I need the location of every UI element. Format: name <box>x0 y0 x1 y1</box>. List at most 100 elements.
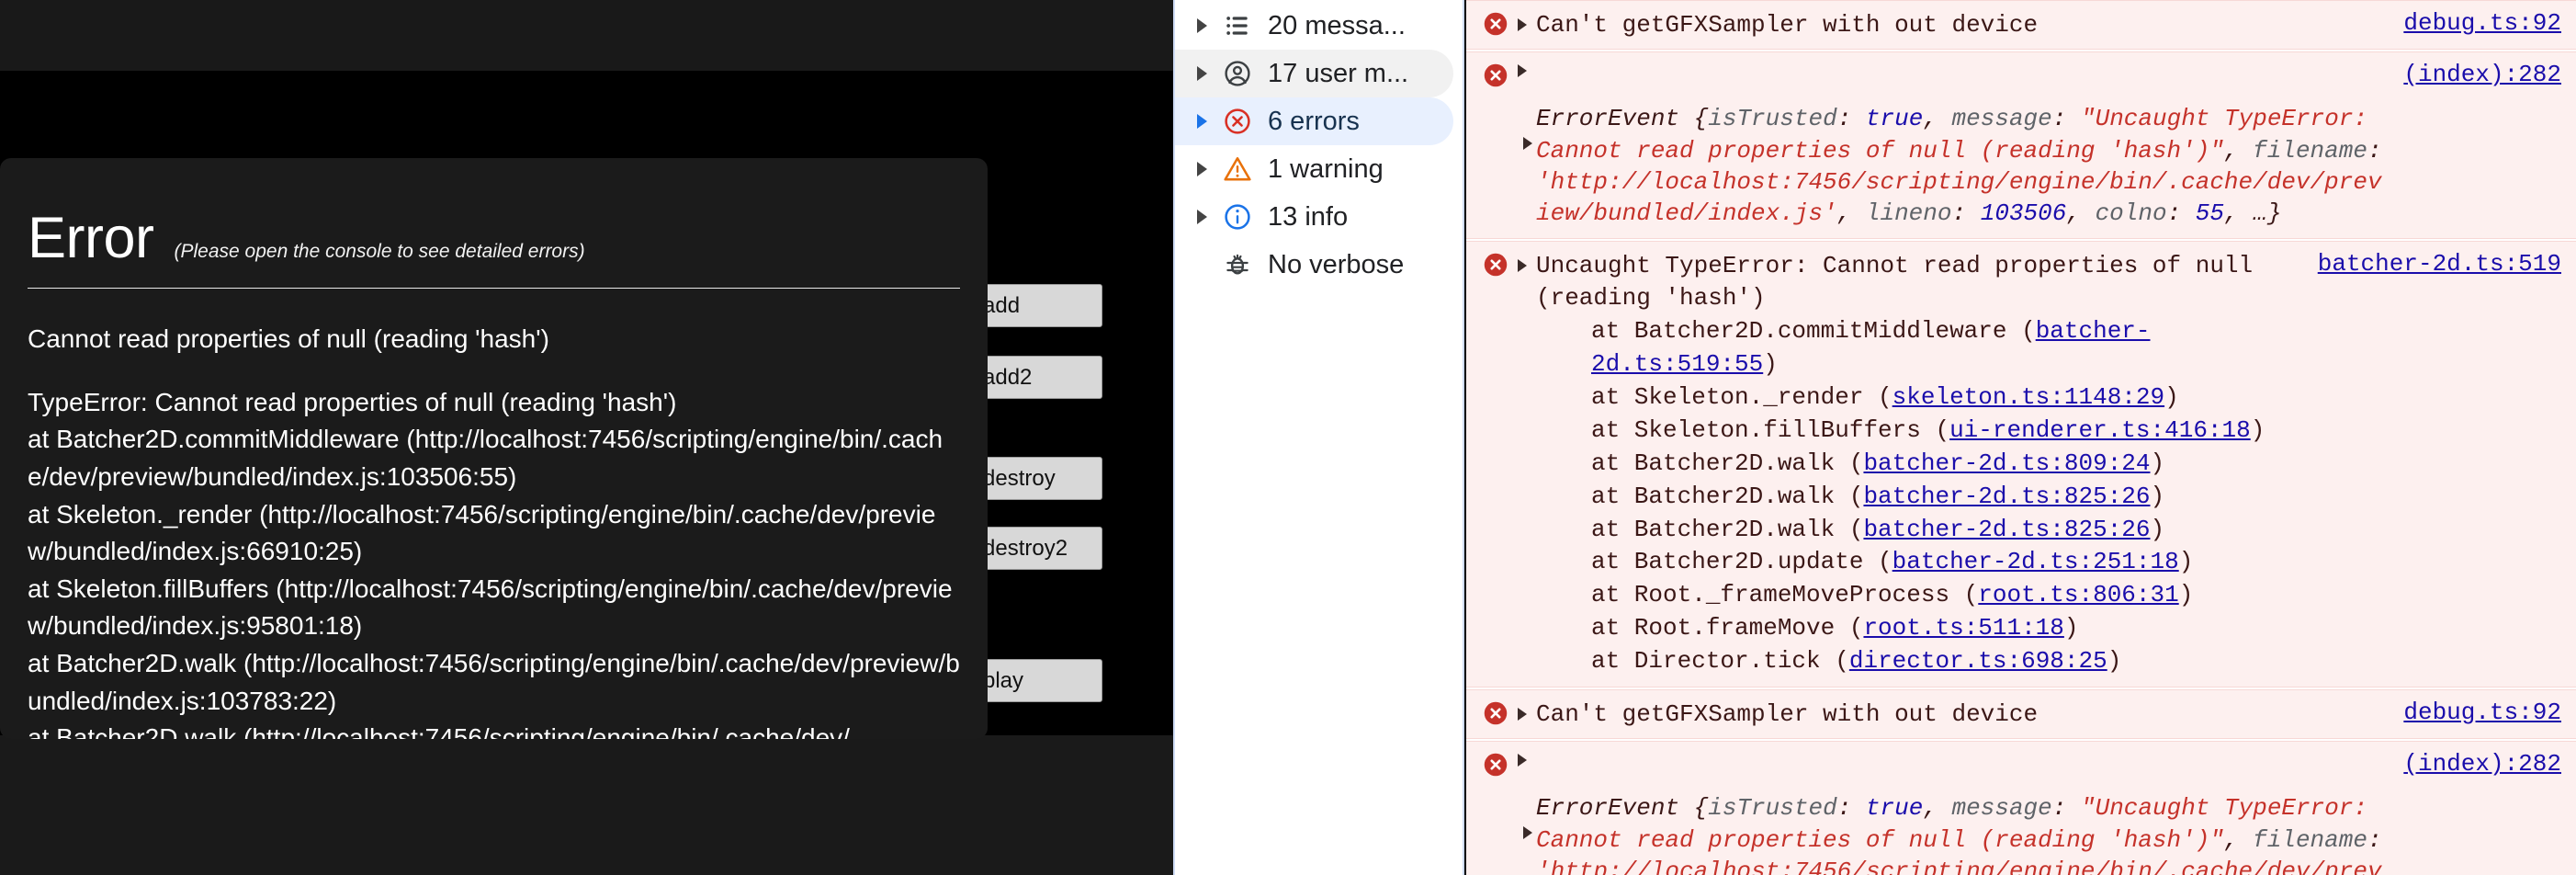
stacktrace-frame: at Director.tick (director.ts:698:25) <box>1536 645 2298 678</box>
chevron-right-icon[interactable] <box>1197 66 1207 81</box>
console-source-link[interactable]: batcher-2d.ts:519 <box>2317 249 2561 278</box>
game-button-destroy2[interactable]: destroy2 <box>969 527 1102 570</box>
object-preview-token: : <box>2166 199 2196 228</box>
stacktrace-frame: at Batcher2D.walk (batcher-2d.ts:809:24) <box>1536 448 2298 481</box>
game-button-add[interactable]: add <box>969 284 1102 327</box>
info-icon <box>1222 201 1253 233</box>
stacktrace-frame-link[interactable]: director.ts:698:25 <box>1848 647 2107 676</box>
console-source-link[interactable]: debug.ts:92 <box>2403 698 2561 726</box>
console-message-text: ErrorEvent {isTrusted: true, message: "U… <box>1536 61 2383 229</box>
stacktrace-frame: at Batcher2D.walk (batcher-2d.ts:825:26) <box>1536 514 2298 547</box>
error-icon <box>1483 11 1508 37</box>
stacktrace-frame-link[interactable]: batcher-2d.ts:519:55 <box>1591 317 2151 379</box>
object-preview-token: , <box>2066 199 2096 228</box>
console-message-text: Can't getGFXSampler with out device <box>1536 699 2039 728</box>
error-icon <box>1483 62 1508 88</box>
expand-caret-icon[interactable] <box>1518 64 1527 78</box>
stacktrace-frame: at Skeleton._render (skeleton.ts:1148:29… <box>1536 381 2298 415</box>
object-preview-token: : <box>2051 794 2081 823</box>
sidebar-item-13-info[interactable]: 13 info <box>1175 193 1453 241</box>
stacktrace-frame-link[interactable]: batcher-2d.ts:825:26 <box>1863 515 2151 543</box>
expand-caret-icon[interactable] <box>1518 754 1527 767</box>
stacktrace-frame-tail: ) <box>2178 548 2194 576</box>
object-preview[interactable]: ErrorEvent {isTrusted: true, message: "U… <box>1536 792 2383 875</box>
sidebar-item-1-warning[interactable]: 1 warning <box>1175 145 1453 193</box>
object-preview-token: , <box>2223 136 2254 165</box>
stacktrace-frame-link[interactable]: root.ts:806:31 <box>1978 581 2179 609</box>
chevron-right-icon[interactable] <box>1197 162 1207 176</box>
object-preview-token: "Uncaught TypeError: Cannot read propert… <box>1536 794 2382 854</box>
object-preview-token: : <box>1836 794 1866 823</box>
error-overlay-stack-line: at Batcher2D.commitMiddleware (http://lo… <box>28 425 943 491</box>
chevron-right-icon[interactable] <box>1197 18 1207 33</box>
sidebar-item-20-messa[interactable]: 20 messa... <box>1175 2 1453 50</box>
stacktrace-frame: at Root._frameMoveProcess (root.ts:806:3… <box>1536 579 2298 612</box>
object-preview[interactable]: ErrorEvent {isTrusted: true, message: "U… <box>1536 103 2383 229</box>
console-message[interactable]: ErrorEvent {isTrusted: true, message: "U… <box>1466 51 2576 239</box>
sidebar-item-label: No verbose <box>1268 249 1405 279</box>
console-message-list[interactable]: Can't getGFXSampler with out device debug… <box>1466 0 2576 875</box>
stacktrace-frame-fn: at Batcher2D.walk ( <box>1591 482 1864 510</box>
object-preview-token: lineno <box>1865 199 1952 228</box>
console-source-link[interactable]: debug.ts:92 <box>2403 9 2561 37</box>
console-message-text: Uncaught TypeError: Cannot read properti… <box>1536 250 2298 678</box>
sidebar-item-label: 1 warning <box>1268 153 1384 184</box>
sidebar-item-6-errors[interactable]: 6 errors <box>1175 97 1453 145</box>
object-preview-token: , <box>1836 199 1866 228</box>
stacktrace-frame: at Batcher2D.update (batcher-2d.ts:251:1… <box>1536 546 2298 579</box>
error-overlay-header: Error (Please open the console to see de… <box>28 158 960 267</box>
sidebar-item-label: 13 info <box>1268 201 1349 232</box>
stacktrace-frame: at Batcher2D.walk (batcher-2d.ts:825:26) <box>1536 481 2298 514</box>
stacktrace-frame-link[interactable]: skeleton.ts:1148:29 <box>1892 383 2165 412</box>
expand-caret-icon[interactable] <box>1518 707 1527 721</box>
stacktrace-frame-fn: at Skeleton.fillBuffers ( <box>1591 415 1950 444</box>
preview-toolbar <box>0 0 1173 71</box>
expand-caret-icon[interactable] <box>1518 258 1527 272</box>
object-preview-token: true <box>1865 105 1924 133</box>
chevron-right-icon[interactable] <box>1197 114 1207 129</box>
sidebar-item-17-user-m[interactable]: 17 user m... <box>1175 50 1453 97</box>
error-overlay-stacktrace: TypeError: Cannot read properties of nul… <box>28 384 960 739</box>
stacktrace-frame-fn: at Root._frameMoveProcess ( <box>1591 581 1979 609</box>
sidebar-item-no-verbose[interactable]: No verbose <box>1175 241 1453 289</box>
chevron-right-icon[interactable] <box>1197 210 1207 224</box>
nested-expand-caret-icon[interactable] <box>1523 826 1532 840</box>
console-message[interactable]: ErrorEvent {isTrusted: true, message: "U… <box>1466 741 2576 875</box>
game-button-add2[interactable]: add2 <box>969 356 1102 399</box>
game-button-play[interactable]: play <box>969 659 1102 702</box>
object-preview-token: 55 <box>2195 199 2225 228</box>
sidebar-item-label: 20 messa... <box>1268 10 1406 40</box>
object-preview-token: isTrusted <box>1708 794 1837 823</box>
error-overlay-panel: Error (Please open the console to see de… <box>0 158 988 739</box>
object-preview-token: , <box>1923 794 1952 823</box>
error-icon <box>1483 700 1508 726</box>
console-source-link[interactable]: (index):282 <box>2403 61 2561 89</box>
stacktrace-frame-tail: ) <box>2150 449 2165 477</box>
game-button-destroy[interactable]: destroy <box>969 457 1102 500</box>
object-preview-token: colno <box>2095 199 2167 228</box>
object-preview-token: filename <box>2253 825 2367 854</box>
stacktrace-frame-tail: ) <box>2107 647 2122 676</box>
stacktrace-frame-link[interactable]: batcher-2d.ts:825:26 <box>1863 482 2151 510</box>
error-icon <box>1483 752 1508 778</box>
stacktrace-frame-tail: ) <box>1763 350 1778 379</box>
stacktrace-frame-tail: ) <box>2178 581 2194 609</box>
stacktrace-frame-link[interactable]: root.ts:511:18 <box>1863 614 2064 642</box>
console-message-text: ErrorEvent {isTrusted: true, message: "U… <box>1536 750 2383 875</box>
console-source-link[interactable]: (index):282 <box>2403 750 2561 778</box>
console-message[interactable]: Uncaught TypeError: Cannot read properti… <box>1466 240 2576 688</box>
stacktrace-frame-link[interactable]: ui-renderer.ts:416:18 <box>1949 415 2251 444</box>
preview-pane: add add2 destroy destroy2 play Error (Pl… <box>0 0 1173 875</box>
object-preview-token: isTrusted <box>1708 105 1837 133</box>
console-stacktrace: Uncaught TypeError: Cannot read properti… <box>1536 250 2298 678</box>
console-message[interactable]: Can't getGFXSampler with out device debug… <box>1466 688 2576 740</box>
sidebar-item-label: 17 user m... <box>1268 58 1409 88</box>
stacktrace-frame-link[interactable]: batcher-2d.ts:251:18 <box>1892 548 2179 576</box>
stacktrace-frame-link[interactable]: batcher-2d.ts:809:24 <box>1863 449 2151 477</box>
error-overlay-stack-line: at Batcher2D.walk (http://localhost:7456… <box>28 723 850 739</box>
stacktrace-frame-fn: at Batcher2D.update ( <box>1591 548 1892 576</box>
expand-caret-icon[interactable] <box>1518 18 1527 31</box>
nested-expand-caret-icon[interactable] <box>1523 137 1532 151</box>
console-filter-sidebar: 20 messa... 17 user m... 6 errors 1 warning… <box>1173 0 1464 875</box>
